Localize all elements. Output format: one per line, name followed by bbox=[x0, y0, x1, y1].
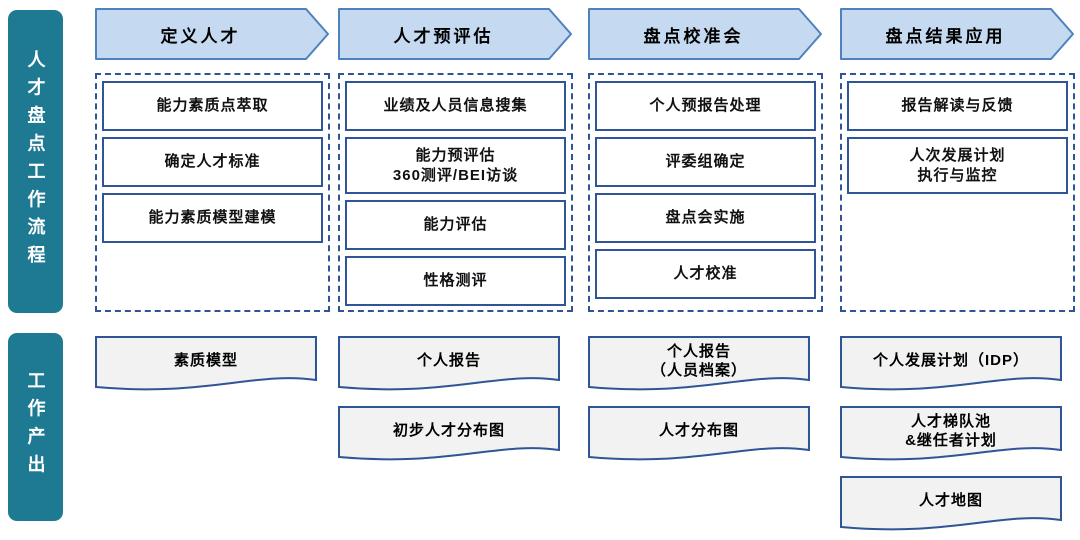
stage-column-4: 盘点结果应用 报告解读与反馈人次发展计划执行与监控 个人发展计划（IDP）人才梯… bbox=[840, 8, 1075, 536]
step-box: 评委组确定 bbox=[595, 137, 816, 187]
output-doc: 初步人才分布图 bbox=[338, 406, 560, 466]
step-label: 能力预评估 bbox=[415, 147, 496, 164]
step-box: 能力评估 bbox=[345, 200, 566, 250]
sidebar-output-label: 工作产出 bbox=[8, 333, 63, 521]
step-box: 个人预报告处理 bbox=[595, 81, 816, 131]
document-shape bbox=[840, 336, 1062, 391]
step-label: 执行与监控 bbox=[917, 166, 998, 184]
output-label: 初步人才分布图 bbox=[392, 422, 505, 440]
chevron-arrow-shape bbox=[95, 8, 329, 60]
step-label: 确定人才标准 bbox=[164, 153, 261, 171]
chevron-arrow-shape bbox=[588, 8, 822, 60]
chevron-arrow-shape bbox=[840, 8, 1074, 60]
step-label: 性格测评 bbox=[423, 272, 488, 290]
step-label: 能力素质点萃取 bbox=[156, 97, 269, 115]
step-label: 人次发展计划 bbox=[909, 147, 1006, 164]
output-label: 人才地图 bbox=[918, 492, 983, 510]
step-box: 盘点会实施 bbox=[595, 193, 816, 243]
chevron-arrow-shape bbox=[338, 8, 572, 60]
outputs-container: 个人报告（人员档案） 人才分布图 bbox=[588, 336, 810, 466]
stage-arrow-label: 盘点校准会 bbox=[643, 26, 744, 46]
stage-arrow-label: 定义人才 bbox=[160, 26, 241, 46]
document-shape bbox=[840, 476, 1062, 531]
document-shape bbox=[338, 406, 560, 461]
stage-arrow: 人才预评估 bbox=[338, 8, 573, 60]
document-shape bbox=[840, 406, 1062, 461]
steps-container: 业绩及人员信息搜集能力预评估 360测评/BEI访谈能力评估性格测评 bbox=[338, 73, 573, 312]
output-label: 人才梯队池&继任者计划 bbox=[905, 412, 997, 450]
steps-container: 个人预报告处理评委组确定盘点会实施人才校准 bbox=[588, 73, 823, 312]
step-box: 人次发展计划执行与监控 bbox=[847, 137, 1068, 194]
output-doc: 个人报告（人员档案） bbox=[588, 336, 810, 396]
step-box: 确定人才标准 bbox=[102, 137, 323, 187]
stage-column-1: 定义人才 能力素质点萃取确定人才标准能力素质模型建模 素质模型 bbox=[95, 8, 330, 396]
step-label: 报告解读与反馈 bbox=[901, 97, 1014, 115]
output-doc: 人才梯队池&继任者计划 bbox=[840, 406, 1062, 466]
sidebar-process-label: 人才盘点工作流程 bbox=[8, 10, 63, 313]
stage-arrow: 盘点结果应用 bbox=[840, 8, 1075, 60]
stage-arrow-label: 人才预评估 bbox=[393, 26, 494, 46]
output-doc: 个人发展计划（IDP） bbox=[840, 336, 1062, 396]
outputs-container: 素质模型 bbox=[95, 336, 317, 396]
output-label: 个人报告（人员档案） bbox=[650, 342, 747, 380]
step-label: 评委组确定 bbox=[665, 153, 746, 171]
output-label: 素质模型 bbox=[173, 352, 238, 370]
step-label: 个人预报告处理 bbox=[649, 97, 762, 115]
step-label: 人才校准 bbox=[673, 265, 738, 283]
step-box: 业绩及人员信息搜集 bbox=[345, 81, 566, 131]
document-shape bbox=[588, 336, 810, 391]
output-doc: 人才分布图 bbox=[588, 406, 810, 466]
stage-arrow: 定义人才 bbox=[95, 8, 330, 60]
step-box: 性格测评 bbox=[345, 256, 566, 306]
document-shape bbox=[588, 406, 810, 461]
output-label: 个人报告 bbox=[416, 352, 481, 370]
stage-arrow: 盘点校准会 bbox=[588, 8, 823, 60]
step-box: 能力素质点萃取 bbox=[102, 81, 323, 131]
output-doc: 素质模型 bbox=[95, 336, 317, 396]
stage-column-3: 盘点校准会 个人预报告处理评委组确定盘点会实施人才校准 个人报告（人员档案） 人才… bbox=[588, 8, 823, 466]
step-box: 人才校准 bbox=[595, 249, 816, 299]
step-box: 能力预评估 360测评/BEI访谈 bbox=[345, 137, 566, 194]
document-shape bbox=[95, 336, 317, 391]
step-box: 能力素质模型建模 bbox=[102, 193, 323, 243]
output-doc: 个人报告 bbox=[338, 336, 560, 396]
step-label: 能力素质模型建模 bbox=[148, 209, 277, 227]
output-doc: 人才地图 bbox=[840, 476, 1062, 536]
step-label: 业绩及人员信息搜集 bbox=[383, 97, 528, 115]
step-label: 能力评估 bbox=[423, 216, 488, 234]
document-shape bbox=[338, 336, 560, 391]
stage-arrow-label: 盘点结果应用 bbox=[885, 26, 1006, 46]
output-label: 人才分布图 bbox=[658, 422, 739, 440]
output-label: 个人发展计划（IDP） bbox=[872, 352, 1029, 370]
steps-container: 能力素质点萃取确定人才标准能力素质模型建模 bbox=[95, 73, 330, 312]
step-label: 盘点会实施 bbox=[665, 209, 746, 227]
outputs-container: 个人报告初步人才分布图 bbox=[338, 336, 560, 466]
outputs-container: 个人发展计划（IDP） 人才梯队池&继任者计划人才地图 bbox=[840, 336, 1062, 536]
step-label: 360测评/BEI访谈 bbox=[392, 166, 519, 184]
steps-container: 报告解读与反馈人次发展计划执行与监控 bbox=[840, 73, 1075, 312]
step-box: 报告解读与反馈 bbox=[847, 81, 1068, 131]
